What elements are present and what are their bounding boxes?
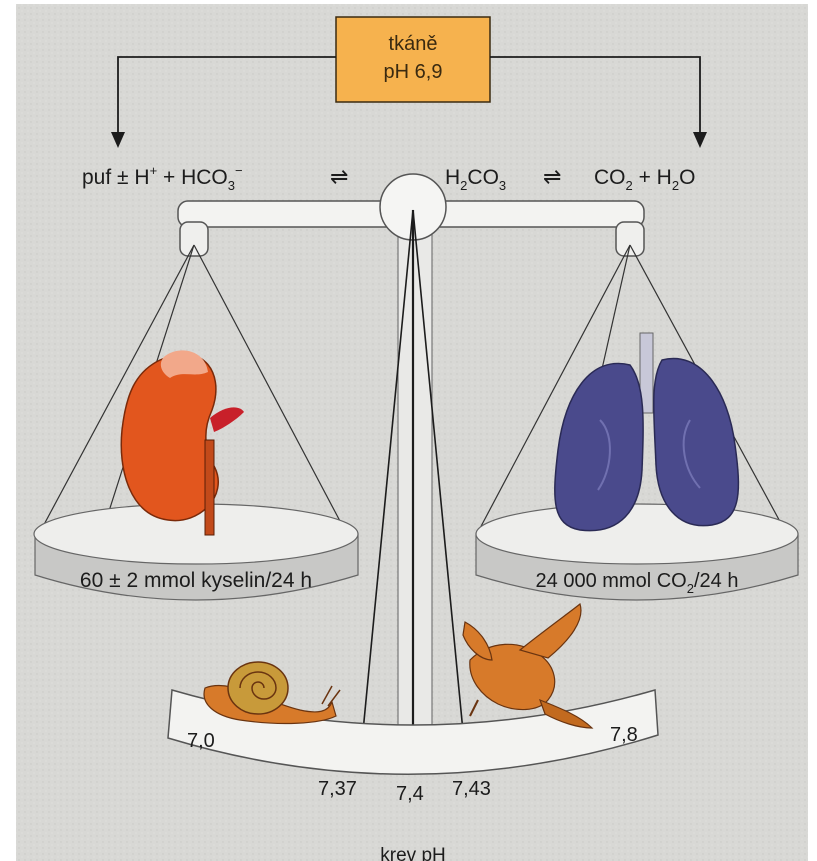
equilibrium-arrow-1: ⇌ <box>330 164 348 189</box>
scale-axis-label: krev pH <box>380 845 445 861</box>
scale-tick-low: 7,37 <box>318 778 357 800</box>
tissue-ph-label: pH 6,9 <box>384 61 443 83</box>
right-hook <box>616 222 644 256</box>
equation-middle: H2CO3 <box>445 166 506 193</box>
scale-tick-mid: 7,4 <box>396 783 424 805</box>
left-hook <box>180 222 208 256</box>
equation-right: CO2 + H2O <box>594 166 695 193</box>
scale-tick-high: 7,43 <box>452 778 491 800</box>
equation-left: puf ± H+ + HCO3− <box>82 163 243 193</box>
equilibrium-arrow-2: ⇌ <box>543 164 561 189</box>
left-pan: 60 ± 2 mmol kyselin/24 h <box>34 504 358 600</box>
left-pan-label: 60 ± 2 mmol kyselin/24 h <box>80 569 312 592</box>
tissue-box: tkáně pH 6,9 <box>336 17 490 102</box>
scale-right-end: 7,8 <box>610 724 638 746</box>
scale-left-end: 7,0 <box>187 730 215 752</box>
balance-pillar <box>398 215 432 745</box>
tissue-label: tkáně <box>389 33 438 55</box>
right-pan: 24 000 mmol CO2/24 h <box>476 504 798 600</box>
